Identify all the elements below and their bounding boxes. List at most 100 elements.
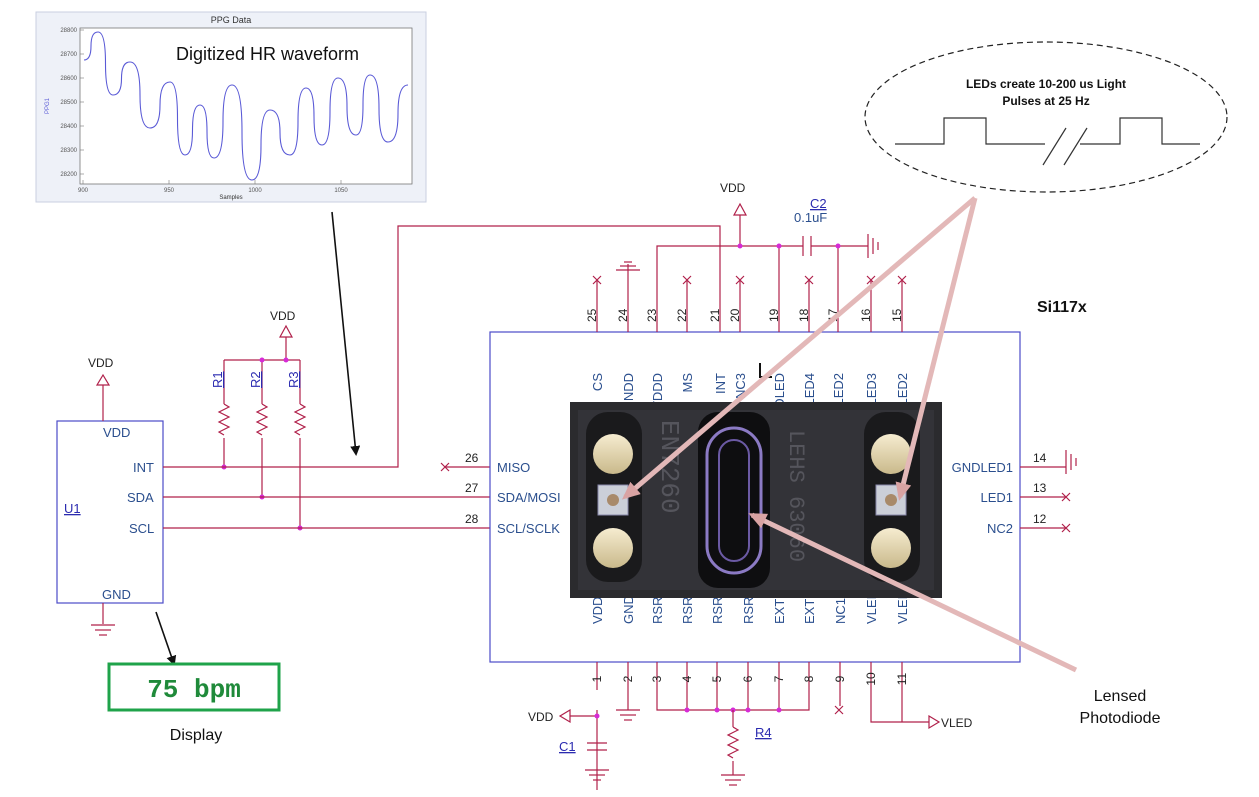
u1-pin-gnd: GND <box>102 587 131 602</box>
chip-top-pin-number: 22 <box>675 308 689 322</box>
led-pulse-bubble <box>864 41 1228 193</box>
chip-top-pin-number: 23 <box>645 308 659 322</box>
vled-label: VLED <box>941 716 973 730</box>
chip-left-pin-label: SCL/SCLK <box>497 521 560 536</box>
chip-left-pin-label: MISO <box>497 460 530 475</box>
ppg-waveform-line <box>83 31 409 181</box>
chip-bottom-pin-number: 9 <box>833 675 847 682</box>
resistor-r4 <box>726 726 740 759</box>
miso-nc-mark <box>440 462 450 472</box>
chip-top-pin-number: 25 <box>585 308 599 322</box>
u1-pin-vdd: VDD <box>103 425 130 440</box>
resistor-r3 <box>293 403 307 436</box>
led-pulse-callout: LEDs create 10-200 us Light Pulses at 25… <box>864 41 1228 193</box>
top-vdd-symbol <box>732 202 748 216</box>
led-pulse-line1: LEDs create 10-200 us Light <box>966 77 1126 91</box>
r4-label: R4 <box>755 725 772 740</box>
bus-wires <box>163 225 721 529</box>
chip-bottom-pin-number: 8 <box>802 675 816 682</box>
ppg-x-tick-label: 1000 <box>248 188 262 194</box>
chip-left-pin-label: SDA/MOSI <box>497 490 561 505</box>
pullup-network: VDD R1 R2 R3 <box>210 309 307 531</box>
led-callout-arrow-right <box>895 197 978 501</box>
time-break-mark-2 <box>1063 127 1088 166</box>
chip-bottom-pin-number: 6 <box>741 675 755 682</box>
ppg-y-axis-label: PPG1 <box>45 97 51 114</box>
ppg-x-tick-label: 950 <box>164 188 175 194</box>
pulse-waveform-right <box>1080 117 1200 145</box>
ppg-y-tick-label: 28800 <box>60 28 77 34</box>
ppg-y-tick-label: 28500 <box>60 100 77 106</box>
vddd-net-wire <box>656 245 803 280</box>
vled-symbol <box>928 714 941 730</box>
c1-vdd-label: VDD <box>528 710 554 724</box>
photodiode-label-line2: Photodiode <box>1080 710 1161 727</box>
ppg-y-tick-label: 28200 <box>60 172 77 178</box>
c2-value: 0.1uF <box>794 210 827 225</box>
u1-ref: U1 <box>64 501 81 516</box>
ppg-y-tick-label: 28700 <box>60 52 77 58</box>
display-frame <box>107 662 281 712</box>
gnda-ground-icon <box>616 690 640 721</box>
vled-net-wire <box>870 690 929 723</box>
photodiode-window <box>698 412 770 588</box>
chip-top-pin-label: INT <box>713 373 728 394</box>
chip-top-pin-label: GNDD <box>621 373 636 411</box>
chip-bottom-pin-number: 2 <box>621 675 635 682</box>
u1-pin-int: INT <box>133 460 154 475</box>
chip-top-pin-label: LED2 <box>895 373 910 406</box>
chip-top-pin-number: 16 <box>859 308 873 322</box>
chip-bottom-pin-number: 5 <box>710 675 724 682</box>
top-vdd-label: VDD <box>720 181 746 195</box>
chip-die-photo: EN7260 LEHS 63060 <box>570 402 942 598</box>
c1-ref: C1 <box>559 739 576 754</box>
pulse-waveform-left <box>895 117 1045 145</box>
chip-right-pin-label: GNDLED1 <box>952 460 1013 475</box>
photodiode-callout-arrow <box>748 512 1078 673</box>
chip-top-pin-number: 21 <box>708 308 722 322</box>
u1-pin-sda: SDA <box>127 490 154 505</box>
display-caption: Display <box>170 727 222 744</box>
chip-bottom-pin-label: NC1 <box>833 598 848 624</box>
chip-left-pin-number: 27 <box>465 481 479 495</box>
ppg-y-tick-label: 28400 <box>60 124 77 130</box>
chip-top-pin-number: 15 <box>890 308 904 322</box>
resistor-r1 <box>217 403 231 436</box>
ppg-chart: PPG Data 2880028700286002850028400283002… <box>35 11 427 203</box>
r2-label: R2 <box>248 371 263 388</box>
ppg-waveform-label: Digitized HR waveform <box>176 44 359 64</box>
resistor-r2 <box>255 403 269 436</box>
r1-label: R1 <box>210 371 225 388</box>
chip-bottom-pin-9: 9 NC1 <box>833 598 848 706</box>
left-led-top <box>593 434 633 474</box>
int-net-wire <box>163 225 721 468</box>
chip-top-pin-number: 20 <box>728 308 742 322</box>
r4-ground-icon <box>721 774 745 786</box>
pullup-vdd-symbol <box>278 324 294 338</box>
chip-top-pin-label: CS <box>590 373 605 391</box>
chip-right-pin-number: 12 <box>1033 512 1047 526</box>
ppg-x-tick-label: 900 <box>78 188 89 194</box>
chip-top-pin-number: 19 <box>767 308 781 322</box>
u1-vdd-label: VDD <box>88 356 114 370</box>
chip-left-pin-number: 26 <box>465 451 479 465</box>
u1-ground-icon <box>91 624 115 636</box>
top-power-network: VDD C2 0.1uF <box>616 181 879 280</box>
gndd-ground-icon <box>616 261 640 280</box>
